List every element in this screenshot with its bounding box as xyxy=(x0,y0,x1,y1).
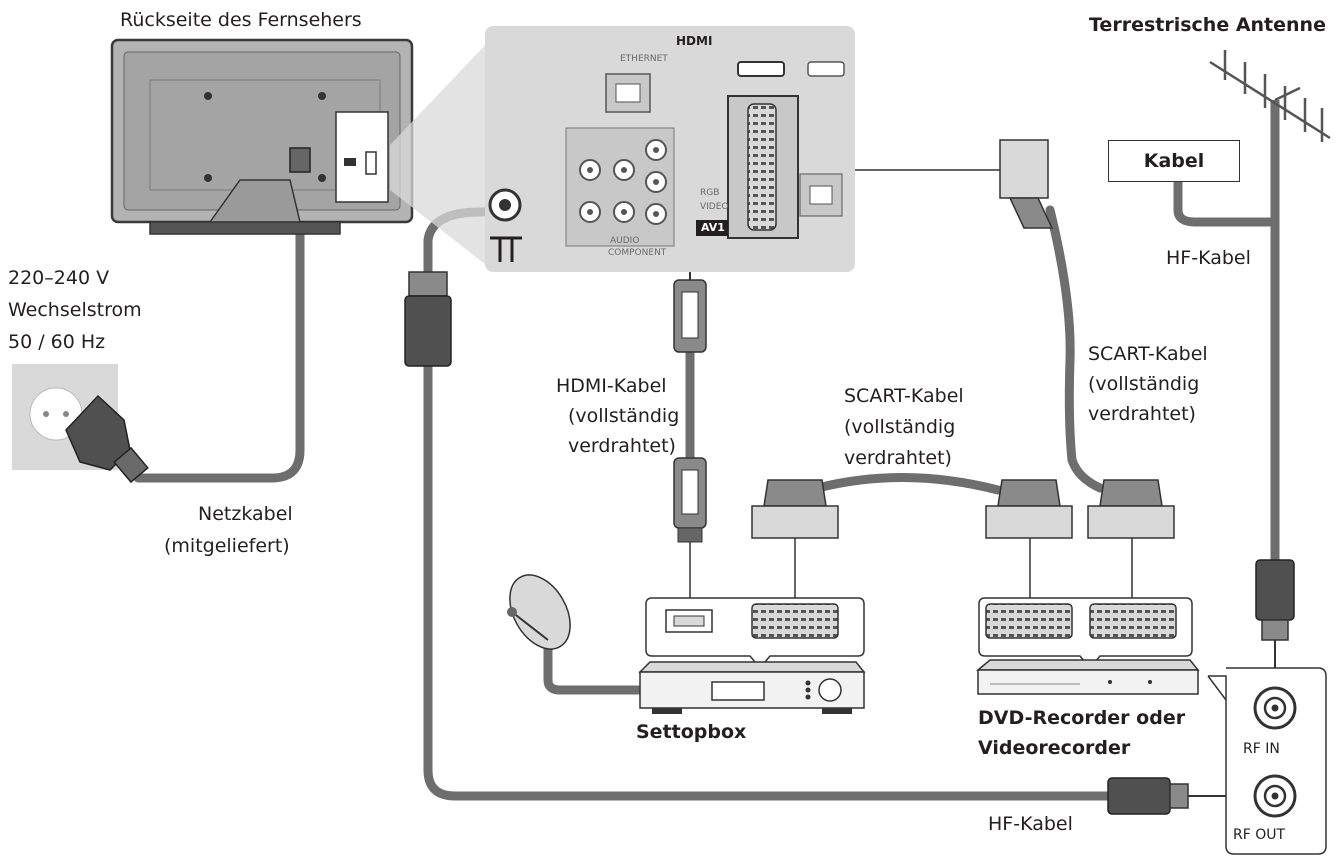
bottom-cable-label: HF-Kabel xyxy=(988,813,1073,835)
settopbox-device xyxy=(638,661,866,714)
scart-cable-middle xyxy=(805,473,1003,495)
scart-plug-recorder-2 xyxy=(1087,479,1175,539)
power-voltage: 220–240 V xyxy=(8,267,110,289)
rf-plug-antenna xyxy=(1255,559,1295,641)
antenna-cable-label: HF-Kabel xyxy=(1166,247,1251,269)
scart-plug-tv xyxy=(999,139,1054,229)
kabel-box: Kabel xyxy=(1108,140,1240,182)
kabel-line xyxy=(1173,182,1275,227)
settopbox-callout xyxy=(645,597,865,670)
scart-middle-line2: (vollständig xyxy=(844,416,956,438)
recorder-label: DVD-Recorder oder xyxy=(978,707,1186,729)
power-cable-label: Netzkabel xyxy=(198,503,293,525)
recorder-label-line2: Videorecorder xyxy=(978,737,1131,759)
ethernet-label: ETHERNET xyxy=(620,54,668,64)
scart-right-line3: verdrahtet) xyxy=(1088,403,1196,425)
satellite-cable xyxy=(543,640,640,695)
power-cable xyxy=(133,163,305,483)
hdmi-cable-label: HDMI-Kabel xyxy=(556,375,667,397)
recorder-callout xyxy=(978,597,1193,670)
rf-out-label: RF OUT xyxy=(1233,827,1286,843)
scart-cable-right xyxy=(1045,205,1105,493)
recorder-device xyxy=(975,659,1200,695)
power-cable-note: (mitgeliefert) xyxy=(164,535,290,557)
scart-right-line2: (vollständig xyxy=(1088,373,1200,395)
rf-panel xyxy=(1207,667,1327,855)
hdmi-plug-tv xyxy=(673,279,707,353)
power-type: Wechselstrom xyxy=(8,299,142,321)
power-plug xyxy=(65,394,149,484)
antenna-symbol-icon xyxy=(490,236,522,262)
rf-plug-recorder xyxy=(1107,777,1189,815)
settopbox-label: Settopbox xyxy=(636,721,747,743)
hdmi-cable-line3: verdrahtet) xyxy=(568,435,676,457)
component-label: COMPONENT xyxy=(608,248,667,258)
power-frequency: 50 / 60 Hz xyxy=(8,331,106,353)
video-label: VIDEO xyxy=(700,202,729,212)
hdmi-logo: HDMI xyxy=(676,34,713,48)
rf-in-label: RF IN xyxy=(1243,741,1280,757)
scart-plug-recorder-1 xyxy=(985,479,1073,539)
scart-right-label: SCART-Kabel xyxy=(1088,343,1208,365)
rgb-label: RGB xyxy=(700,188,720,198)
scart-middle-label: SCART-Kabel xyxy=(844,385,964,407)
rf-plug-tv xyxy=(404,271,452,367)
antenna-icon xyxy=(1209,50,1331,142)
scart-middle-line3: verdrahtet) xyxy=(844,447,952,469)
hdmi-cable-line2: (vollständig xyxy=(568,405,680,427)
satellite-dish-icon xyxy=(507,574,571,650)
tv-back xyxy=(110,38,414,235)
audio-label: AUDIO xyxy=(610,236,640,246)
scart-plug-settopbox xyxy=(751,479,839,539)
zoom-funnel xyxy=(390,40,490,268)
tv-back-title: Rückseite des Fernsehers xyxy=(120,9,362,31)
antenna-label: Terrestrische Antenne xyxy=(1089,14,1326,36)
av1-label: AV1 xyxy=(701,221,725,234)
hdmi-plug-settopbox xyxy=(673,457,707,543)
tv-connection-panel xyxy=(485,26,855,272)
